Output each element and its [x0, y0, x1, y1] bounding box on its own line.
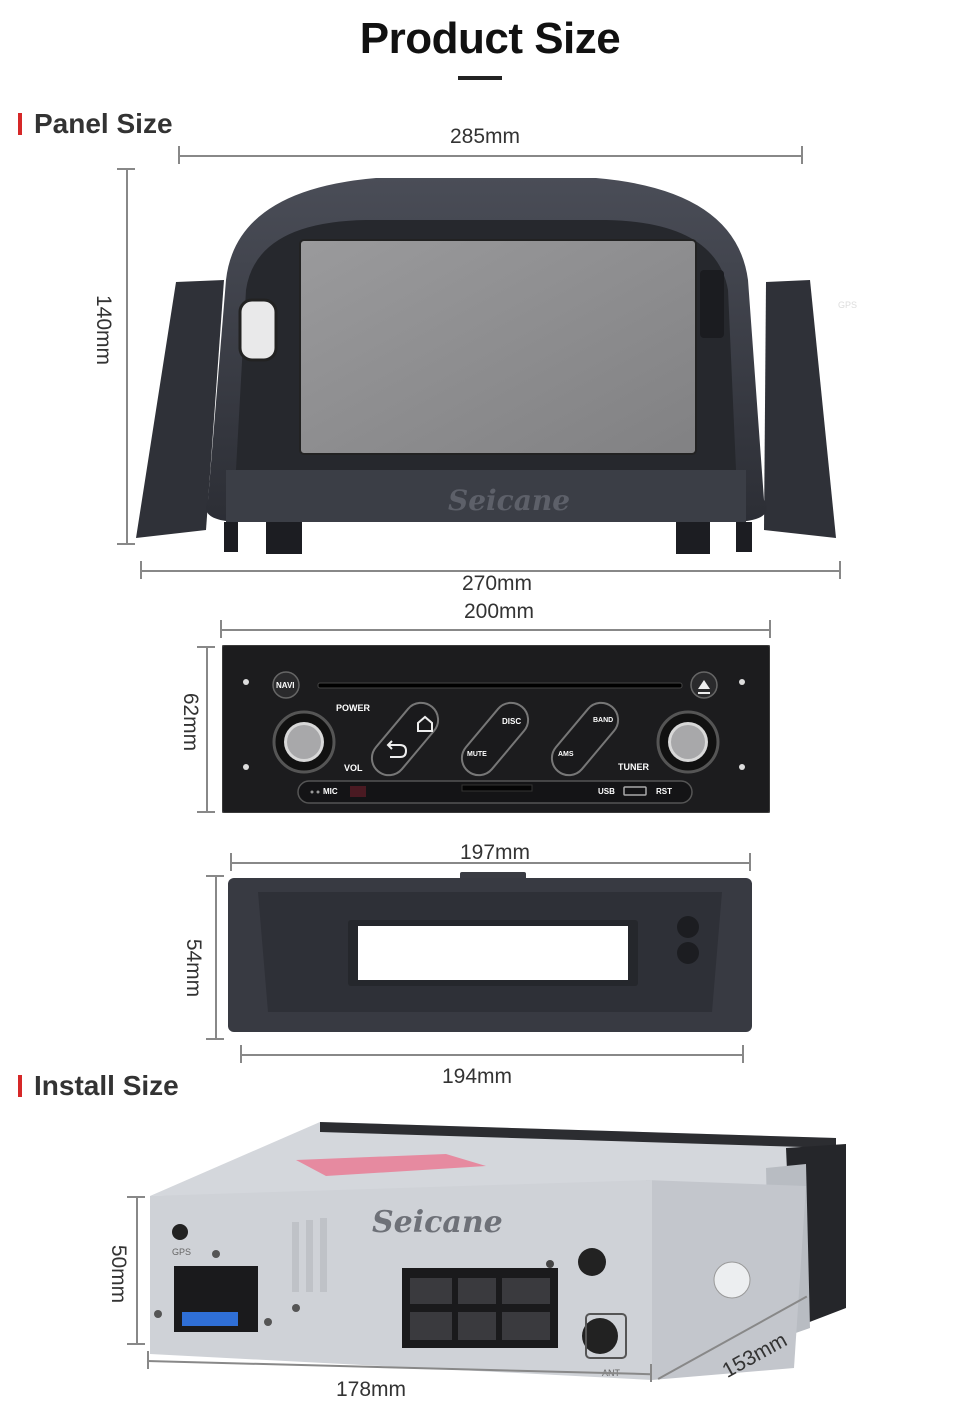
- ams-button[interactable]: AMS: [558, 751, 574, 758]
- dim-tick: [801, 146, 803, 164]
- frame-height-line: [215, 875, 217, 1039]
- dim-tick: [127, 1343, 145, 1345]
- dim-tick: [650, 1364, 652, 1382]
- dim-tick: [749, 853, 751, 871]
- frame-width-bottom-label: 194mm: [441, 1065, 513, 1088]
- dim-tick: [206, 875, 224, 877]
- dim-tick: [140, 561, 142, 579]
- tuner-label: TUNER: [618, 762, 649, 772]
- dim-tick: [117, 543, 135, 545]
- install-height-line: [136, 1196, 138, 1344]
- title-underline: [458, 76, 502, 80]
- panel-width-bottom-line: [140, 570, 840, 572]
- install-height-label: 50mm: [107, 1244, 130, 1304]
- dim-tick: [206, 1038, 224, 1040]
- dim-tick: [197, 646, 215, 648]
- dim-tick: [769, 620, 771, 638]
- section-install-size-label: Install Size: [34, 1070, 179, 1101]
- rst-label: RST: [656, 787, 672, 796]
- back-icon[interactable]: [388, 747, 402, 759]
- home-icon[interactable]: [415, 710, 425, 720]
- install-brand-logo: Seicane: [372, 1205, 503, 1240]
- disc-button[interactable]: DISC: [502, 717, 522, 726]
- dim-tick: [230, 853, 232, 871]
- head-unit-face: [222, 645, 770, 813]
- dim-tick: [147, 1351, 149, 1369]
- panel-height-line: [126, 168, 128, 544]
- panel-width-top-label: 285mm: [449, 125, 521, 148]
- panel-width-top-line: [178, 155, 802, 157]
- dim-tick: [742, 1045, 744, 1063]
- dim-tick: [117, 168, 135, 170]
- frame-width-top-label: 197mm: [459, 841, 531, 864]
- unit-height-line: [206, 646, 208, 812]
- panel-brand-logo: Seicane: [448, 484, 571, 517]
- mounting-frame-image: [228, 872, 752, 1032]
- panel-width-bottom-label: 270mm: [461, 572, 533, 595]
- frame-width-top-line: [230, 862, 750, 864]
- navi-button[interactable]: NAVI: [276, 681, 295, 690]
- unit-width-line: [220, 629, 770, 631]
- dim-tick: [220, 620, 222, 638]
- mute-button[interactable]: MUTE: [467, 751, 487, 758]
- usb-label: USB: [598, 787, 615, 796]
- install-gps-label: GPS: [172, 1247, 192, 1257]
- section-accent-bar: [18, 113, 22, 135]
- panel-height-label: 140mm: [92, 294, 115, 366]
- install-width-label: 178mm: [335, 1378, 407, 1401]
- band-button[interactable]: BAND: [593, 717, 614, 724]
- install-chassis-image: [150, 1122, 846, 1380]
- dim-tick: [240, 1045, 242, 1063]
- section-panel-size: Panel Size: [18, 108, 173, 140]
- dim-tick: [178, 146, 180, 164]
- frame-width-bottom-line: [240, 1054, 743, 1056]
- unit-width-label: 200mm: [463, 600, 535, 623]
- section-panel-size-label: Panel Size: [34, 108, 173, 139]
- power-label: POWER: [336, 703, 371, 713]
- vol-label: VOL: [344, 763, 363, 773]
- dim-tick: [839, 561, 841, 579]
- panel-image: [136, 178, 836, 554]
- dim-tick: [197, 811, 215, 813]
- frame-height-label: 54mm: [182, 938, 205, 998]
- unit-height-label: 62mm: [179, 692, 202, 752]
- gps-slot-label: GPS: [838, 300, 858, 310]
- dim-tick: [127, 1196, 145, 1198]
- section-accent-bar: [18, 1075, 22, 1097]
- section-install-size: Install Size: [18, 1070, 179, 1102]
- page-title: Product Size: [359, 14, 621, 63]
- eject-icon[interactable]: [693, 677, 707, 691]
- mic-label: MIC: [323, 787, 338, 796]
